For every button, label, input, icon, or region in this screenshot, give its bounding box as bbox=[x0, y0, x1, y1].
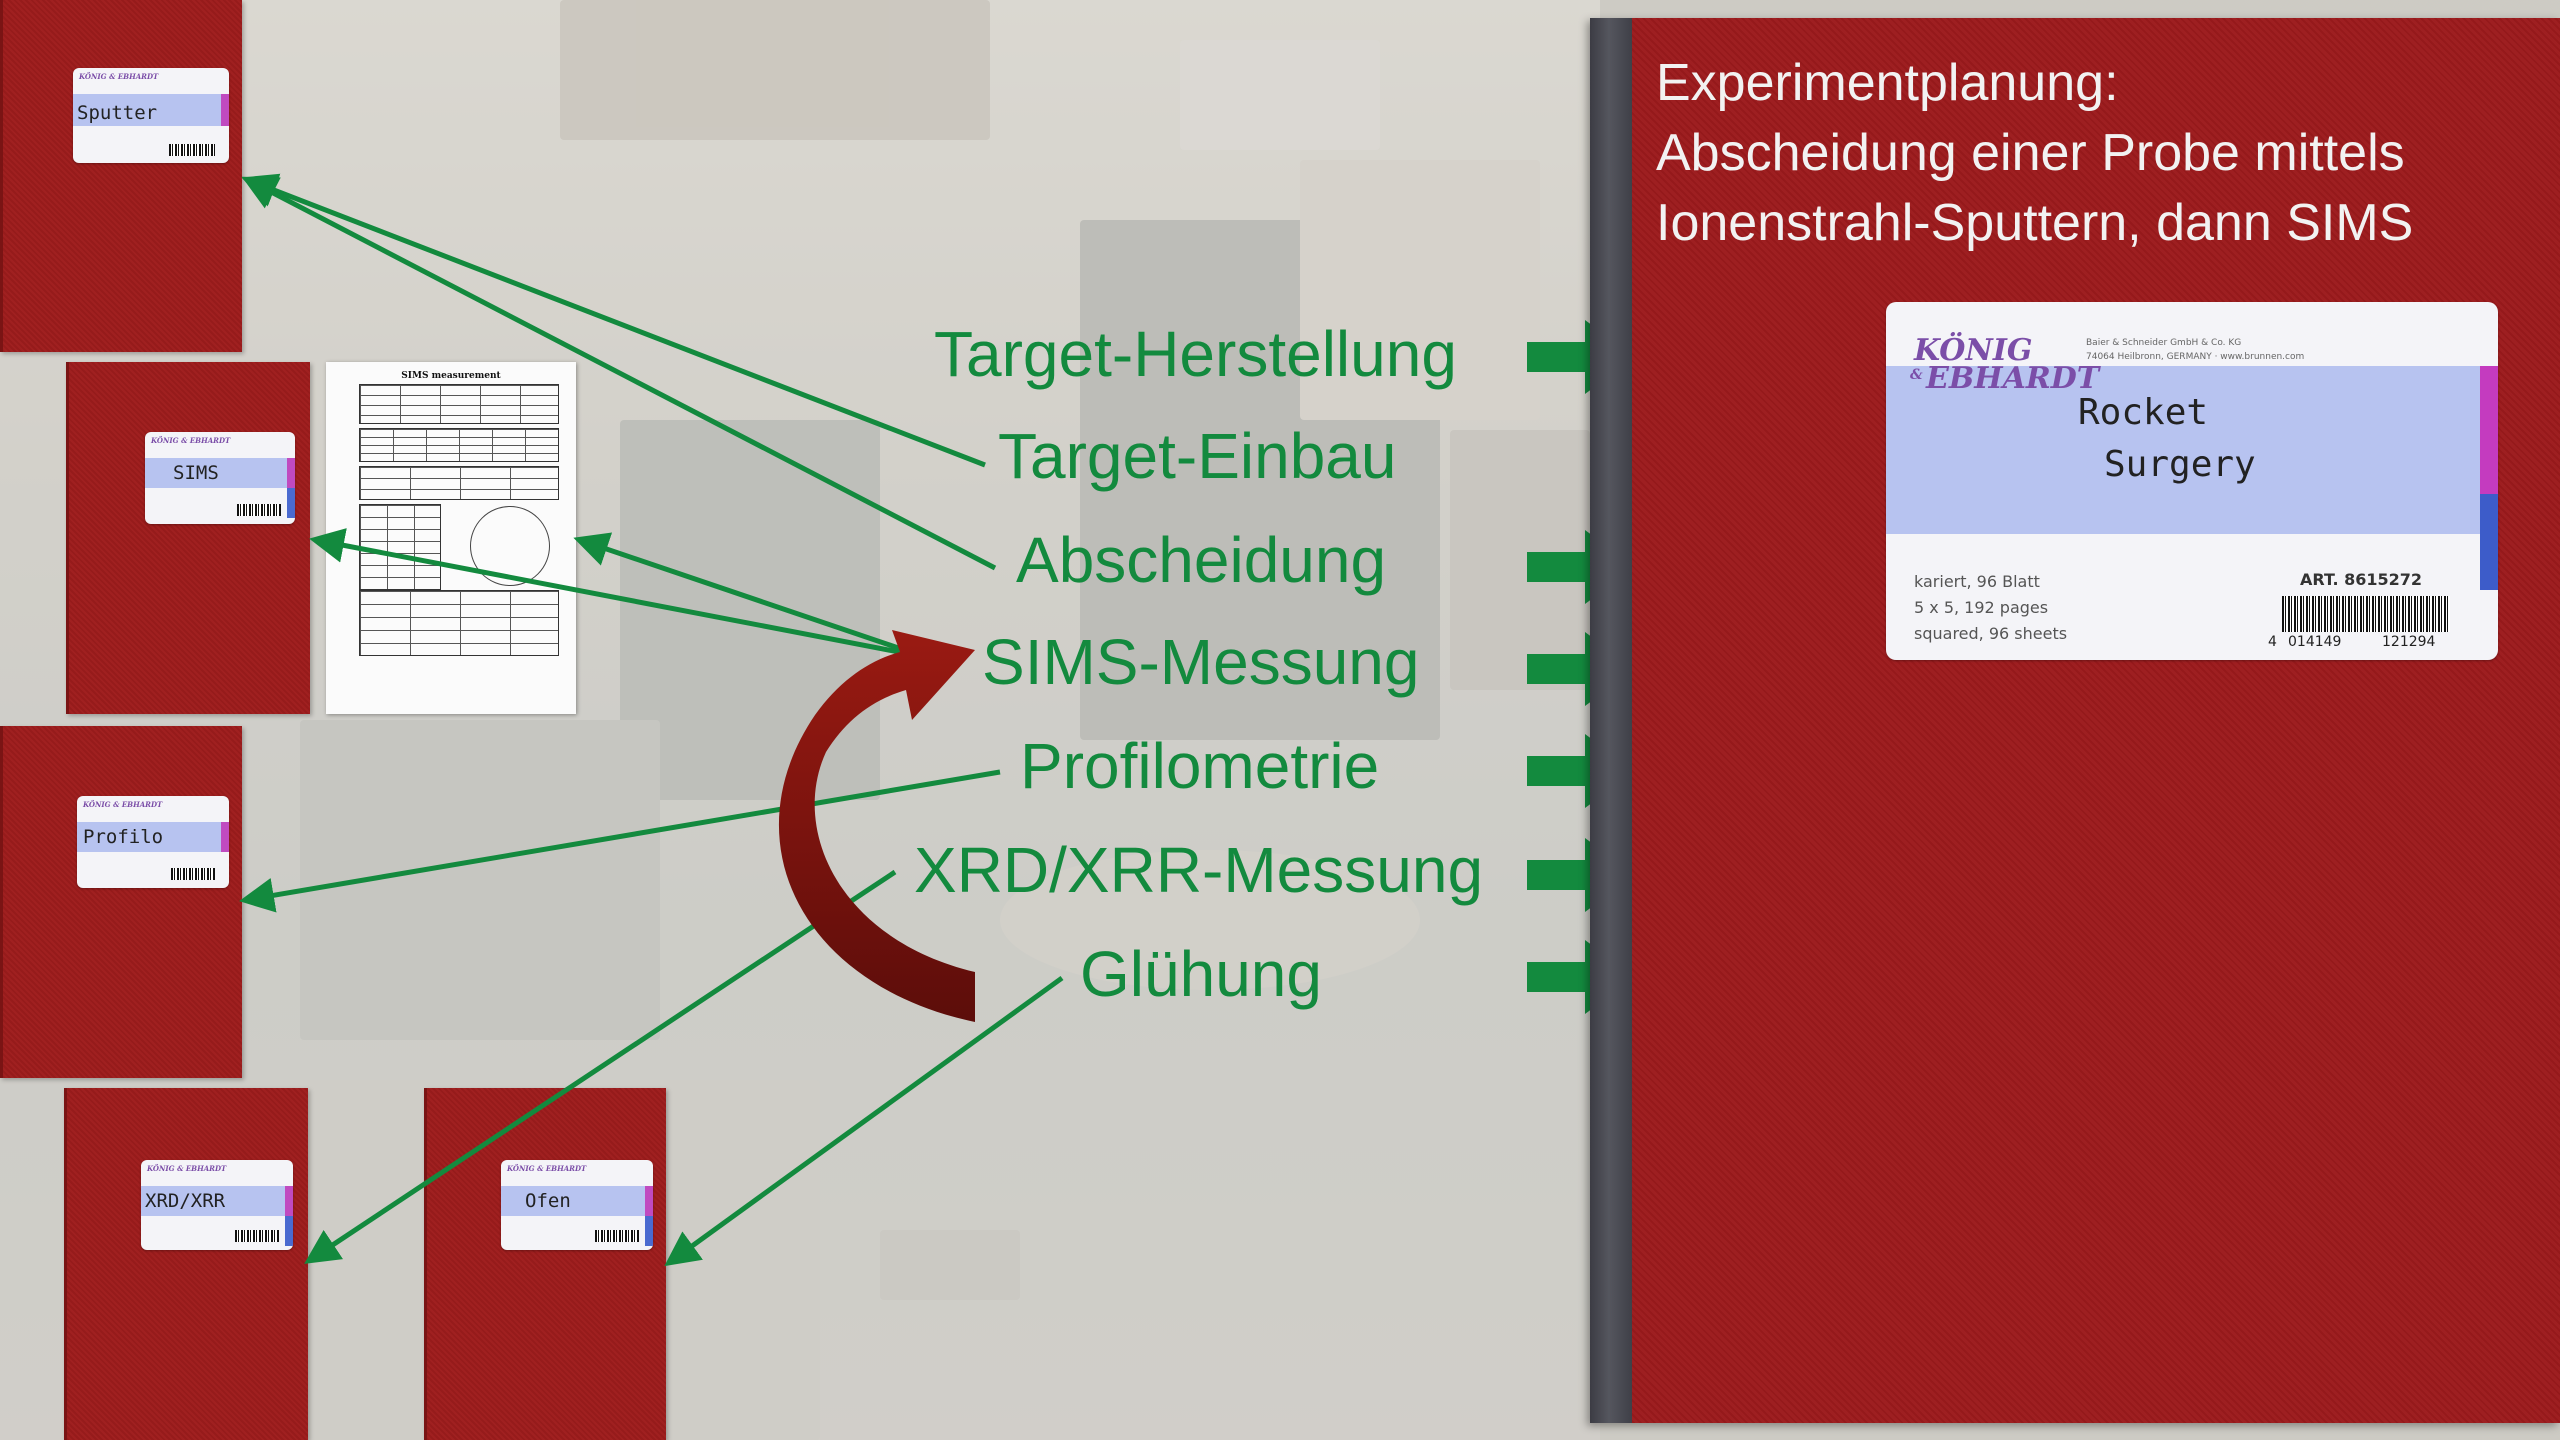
sheet-table-params bbox=[359, 428, 559, 462]
arrow-sims-to-sims-notebook bbox=[309, 528, 926, 660]
sheet-sample-circle bbox=[470, 506, 550, 586]
barcode bbox=[237, 504, 281, 516]
notebook-ofen[interactable]: KÖNIG & EBHARDT Ofen bbox=[424, 1088, 666, 1440]
notebook-label: KÖNIG & EBHARDT Profilo bbox=[77, 796, 229, 888]
main-title-line-1: Experimentplanung: bbox=[1656, 54, 2119, 112]
loop-arrow bbox=[778, 630, 975, 1022]
notebook-label-text: XRD/XRR bbox=[145, 1190, 226, 1212]
company-line2: 74064 Heilbronn, GERMANY · www.brunnen.c… bbox=[2086, 352, 2305, 362]
arrow-profilometrie-to-profilo bbox=[239, 769, 1001, 913]
brand-logo: KÖNIG & EBHARDT bbox=[147, 1164, 227, 1173]
sheet-table-header bbox=[359, 384, 559, 424]
notebook-label: KÖNIG & EBHARDT SIMS bbox=[145, 432, 295, 524]
sheet-table-mid bbox=[359, 466, 559, 500]
notebook-label-text: Ofen bbox=[525, 1190, 571, 1212]
label-text-line1: Rocket bbox=[2078, 392, 2209, 433]
step-abscheidung: Abscheidung bbox=[1016, 524, 1387, 596]
sheet-table-bottom bbox=[359, 590, 559, 656]
company-line1: Baier & Schneider GmbH & Co. KG bbox=[2086, 338, 2242, 348]
arrow-xrd-to-xrd-notebook bbox=[304, 869, 897, 1264]
label-info-1: kariert, 96 Blatt bbox=[1914, 572, 2040, 591]
step-gluehung: Glühung bbox=[1080, 938, 1322, 1010]
label-info-2: 5 x 5, 192 pages bbox=[1914, 598, 2049, 617]
main-notebook: Experimentplanung: Abscheidung einer Pro… bbox=[1590, 18, 2560, 1423]
sims-measurement-sheet: SIMS measurement bbox=[326, 362, 576, 714]
barcode bbox=[235, 1230, 279, 1242]
sheet-table-left bbox=[359, 504, 441, 590]
barcode bbox=[171, 868, 215, 880]
step-sims-messung: SIMS-Messung bbox=[982, 626, 1420, 698]
brand-logo: KÖNIG & EBHARDT bbox=[151, 436, 231, 445]
barcode-digits-c: 121294 bbox=[2382, 634, 2436, 650]
brand-logo-line2: EBHARDT bbox=[1926, 361, 2100, 396]
arrow-target-einbau-to-sputter bbox=[241, 173, 986, 468]
notebook-profilo[interactable]: KÖNIG & EBHARDT Profilo bbox=[0, 726, 242, 1078]
barcode-digit-a: 4 bbox=[2268, 634, 2277, 650]
barcode bbox=[2282, 596, 2450, 632]
arrow-abscheidung-to-sputter bbox=[241, 176, 997, 571]
barcode bbox=[595, 1230, 639, 1242]
notebook-label-text: Profilo bbox=[83, 826, 164, 848]
barcode-digits-b: 014149 bbox=[2288, 634, 2342, 650]
step-target-einbau: Target-Einbau bbox=[998, 420, 1397, 492]
brand-logo: KÖNIG & EBHARDT bbox=[83, 800, 163, 809]
arrow-gluehung-to-ofen bbox=[664, 975, 1064, 1267]
step-profilometrie: Profilometrie bbox=[1020, 730, 1380, 802]
main-title-line-3: Ionenstrahl-Sputtern, dann SIMS bbox=[1656, 194, 2414, 252]
notebook-label: KÖNIG & EBHARDT XRD/XRR bbox=[141, 1160, 293, 1250]
notebook-xrd-xrr[interactable]: KÖNIG & EBHARDT XRD/XRR bbox=[64, 1088, 308, 1440]
notebook-spine bbox=[1590, 18, 1632, 1423]
label-info-3: squared, 96 sheets bbox=[1914, 624, 2068, 643]
barcode bbox=[169, 144, 215, 156]
notebook-label-text: Sputter bbox=[77, 102, 158, 124]
main-title: Experimentplanung: Abscheidung einer Pro… bbox=[1656, 48, 2413, 258]
arrow-sims-to-sheet bbox=[573, 532, 926, 660]
step-xrd-xrr-messung: XRD/XRR-Messung bbox=[914, 834, 1484, 906]
brand-logo-line1: KÖNIG bbox=[1914, 333, 2033, 368]
main-notebook-label: KÖNIG & EBHARDT Baier & Schneider GmbH &… bbox=[1886, 302, 2498, 660]
brand-logo: KÖNIG & EBHARDT bbox=[79, 72, 159, 81]
label-article-number: ART. 8615272 bbox=[2300, 570, 2423, 589]
notebook-sims[interactable]: KÖNIG & EBHARDT SIMS bbox=[66, 362, 310, 714]
brand-logo-amp: & bbox=[1910, 367, 1923, 383]
sheet-title: SIMS measurement bbox=[401, 371, 501, 381]
notebook-label: KÖNIG & EBHARDT Sputter bbox=[73, 68, 229, 163]
notebook-sputter[interactable]: KÖNIG & EBHARDT Sputter bbox=[0, 0, 242, 352]
notebook-label: KÖNIG & EBHARDT Ofen bbox=[501, 1160, 653, 1250]
main-title-line-2: Abscheidung einer Probe mittels bbox=[1656, 124, 2405, 182]
label-text-line2: Surgery bbox=[2104, 444, 2256, 485]
notebook-label-text: SIMS bbox=[173, 462, 219, 484]
step-target-herstellung: Target-Herstellung bbox=[934, 318, 1457, 390]
brand-logo: KÖNIG & EBHARDT bbox=[507, 1164, 587, 1173]
